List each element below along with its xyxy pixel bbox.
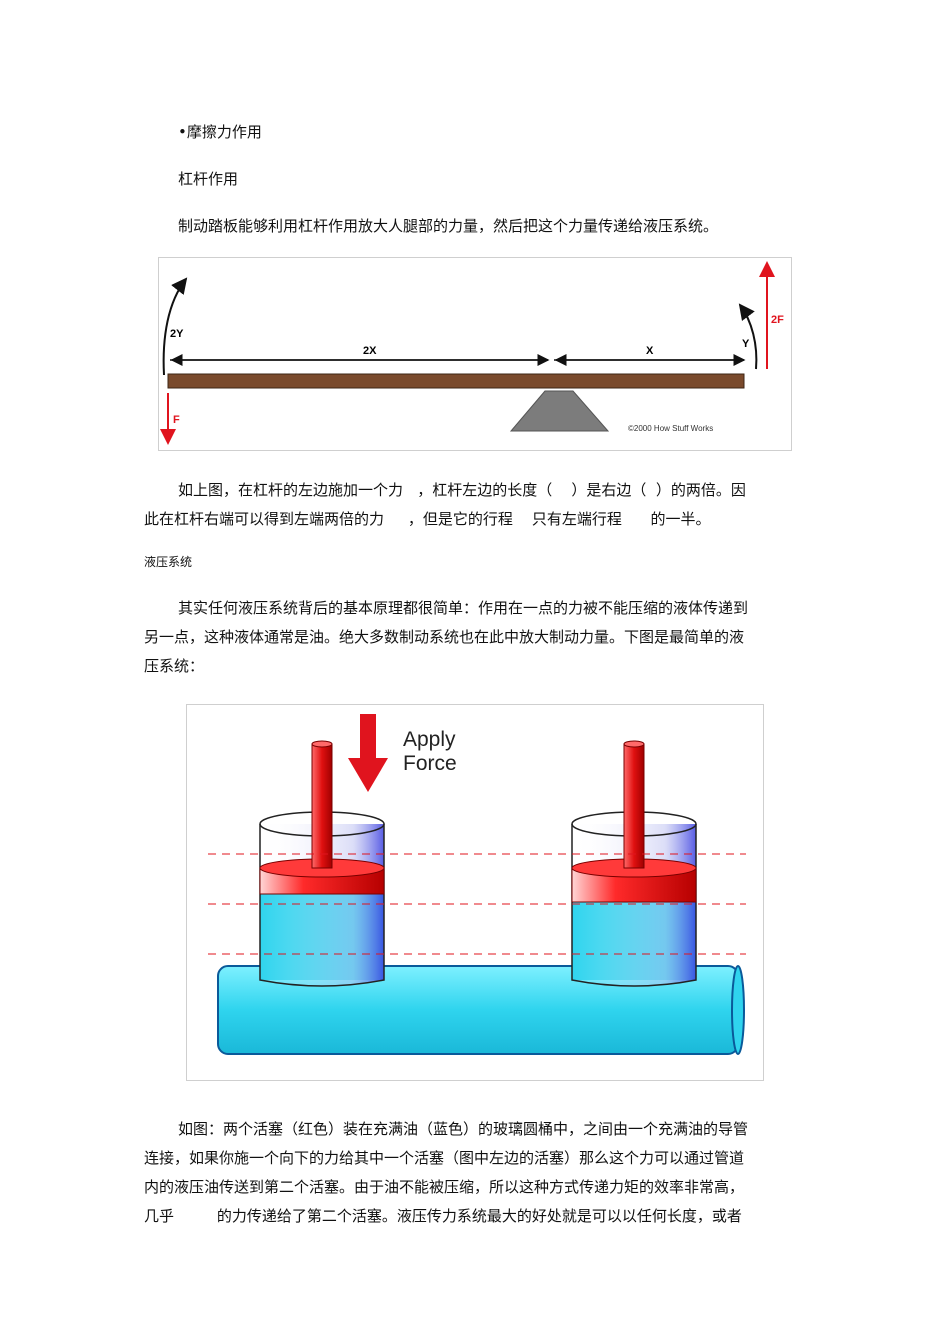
right-piston-rod bbox=[623, 743, 645, 869]
lever-desc-line-2: 此在杠杆右端可以得到左端两倍的力 ，但是它的行程 只有左端行程 的一半。 bbox=[144, 510, 711, 528]
apply-force-label-1: Apply bbox=[403, 728, 456, 751]
label-2y: 2Y bbox=[170, 328, 184, 340]
bullet-friction: •摩擦力作用 bbox=[178, 123, 262, 141]
label-f: F bbox=[173, 414, 180, 426]
apply-force-arrow bbox=[348, 714, 388, 792]
hydraulic-desc-line-3: 内的液压油传送到第二个活塞。由于油不能被压缩，所以这种方式传递力矩的效率非常高， bbox=[144, 1178, 745, 1196]
hydraulic-desc-line-4: 几乎 的力传递给了第二个活塞。液压传力系统最大的好处就是可以以任何长度，或者 bbox=[144, 1207, 742, 1225]
hydraulic-desc-line-2: 连接，如果你施一个向下的力给其中一个活塞（图中左边的活塞）那么这个力可以通过管道 bbox=[144, 1149, 745, 1167]
lever-intro: 制动踏板能够利用杠杆作用放大人腿部的力量，然后把这个力量传递给液压系统。 bbox=[178, 217, 719, 235]
lever-heading: 杠杆作用 bbox=[178, 170, 239, 188]
label-2x: 2X bbox=[363, 345, 377, 357]
lever-beam bbox=[167, 373, 745, 389]
label-2f: 2F bbox=[771, 314, 784, 326]
apply-force-label-2: Force bbox=[403, 752, 457, 775]
left-piston-rod bbox=[311, 743, 333, 869]
lever-desc-line-1: 如上图，在杠杆的左边施加一个力 ，杠杆左边的长度（ ）是右边（ ）的两倍。因 bbox=[178, 481, 746, 499]
hydraulic-intro-line-2: 另一点，这种液体通常是油。绝大多数制动系统也在此中放大制动力量。下图是最简单的液 bbox=[144, 628, 745, 646]
left-cylinder bbox=[259, 740, 385, 987]
hydraulic-desc-line-1: 如图：两个活塞（红色）装在充满油（蓝色）的玻璃圆桶中，之间由一个充满油的导管 bbox=[178, 1120, 749, 1138]
figure-copyright: ©2000 How Stuff Works bbox=[628, 424, 713, 433]
label-y: Y bbox=[742, 338, 750, 350]
hydraulic-diagram: Apply Force bbox=[186, 704, 764, 1081]
lever-diagram: 2Y 2X X Y 2F F ©2000 How Stuff Works bbox=[158, 257, 792, 451]
right-cylinder bbox=[571, 740, 697, 987]
hydraulic-heading: 液压系统 bbox=[144, 555, 193, 569]
label-x: X bbox=[646, 345, 654, 357]
hydraulic-intro-line-1: 其实任何液压系统背后的基本原理都很简单：作用在一点的力被不能压缩的液体传递到 bbox=[178, 599, 749, 617]
fulcrum bbox=[509, 390, 610, 432]
hydraulic-intro-line-3: 压系统： bbox=[144, 657, 205, 675]
